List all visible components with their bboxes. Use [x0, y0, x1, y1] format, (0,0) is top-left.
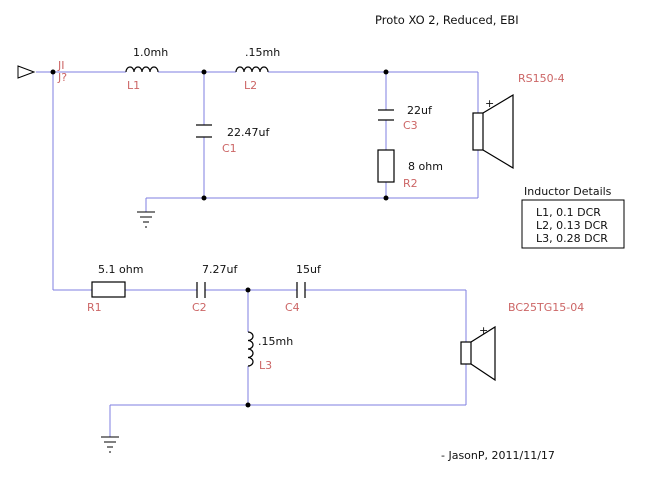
ground-icon — [137, 211, 155, 228]
c4-ref: C4 — [285, 301, 300, 314]
c1-value: 22.47uf — [227, 126, 270, 139]
capacitor-c4 — [296, 282, 306, 298]
inductor-detail-l2: L2, 0.13 DCR — [536, 219, 608, 232]
capacitor-c2 — [196, 282, 206, 298]
c1-ref: C1 — [222, 142, 237, 155]
junction-dots — [50, 69, 389, 408]
r2-value: 8 ohm — [408, 160, 443, 173]
woofer-wiring — [36, 71, 479, 290]
c2-value: 7.27uf — [202, 263, 238, 276]
tweeter-wiring — [53, 289, 467, 437]
inductor-l3 — [247, 331, 254, 367]
capacitor-c3 — [378, 109, 394, 121]
connector-label-j2: J? — [57, 71, 67, 84]
l3-value: .15mh — [258, 335, 293, 348]
c3-ref: C3 — [403, 119, 418, 132]
inductor-l2 — [235, 66, 269, 73]
inductor-details: Inductor Details L1, 0.1 DCR L2, 0.13 DC… — [521, 185, 625, 249]
l1-ref: L1 — [127, 79, 140, 92]
capacitor-c1 — [196, 124, 212, 138]
c4-value: 15uf — [296, 263, 322, 276]
input-connector — [17, 65, 36, 79]
l2-value: .15mh — [245, 46, 280, 59]
c2-ref: C2 — [192, 301, 207, 314]
woofer-polarity: + — [485, 97, 494, 110]
resistor-r1 — [91, 281, 126, 298]
r1-ref: R1 — [87, 301, 102, 314]
c3-value: 22uf — [407, 104, 433, 117]
ground-icon — [101, 436, 119, 453]
inductor-detail-l3: L3, 0.28 DCR — [536, 232, 608, 245]
l2-ref: L2 — [244, 79, 257, 92]
inductor-l1 — [125, 66, 159, 73]
l3-ref: L3 — [259, 359, 272, 372]
r2-ref: R2 — [403, 177, 418, 190]
woofer-speaker-icon — [472, 93, 514, 170]
l1-value: 1.0mh — [133, 46, 168, 59]
tweeter-speaker-icon — [460, 325, 496, 382]
connector-label-j1: JI — [57, 59, 65, 72]
tweeter-name: BC25TG15-04 — [508, 301, 584, 314]
tweeter-polarity: + — [479, 324, 488, 337]
schematic-title: Proto XO 2, Reduced, EBI — [375, 13, 519, 27]
author-signature: - JasonP, 2011/11/17 — [441, 449, 555, 462]
woofer-name: RS150-4 — [518, 72, 565, 85]
inductor-details-title: Inductor Details — [524, 185, 612, 198]
resistor-r2 — [377, 149, 395, 183]
r1-value: 5.1 ohm — [98, 263, 143, 276]
inductor-detail-l1: L1, 0.1 DCR — [536, 206, 601, 219]
